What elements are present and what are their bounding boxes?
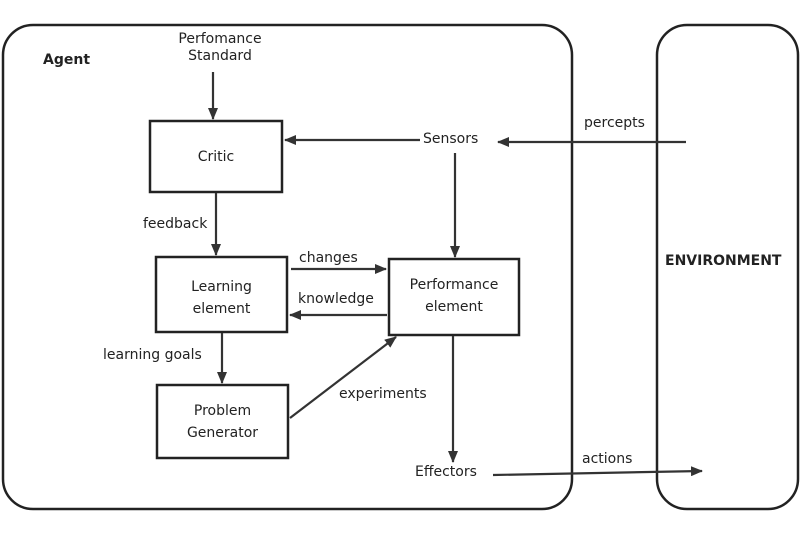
problem-generator-box	[155, 383, 290, 460]
learning-element-line2: element	[192, 301, 251, 317]
performance-standard-line2: Standard	[188, 48, 252, 64]
environment-container	[655, 23, 800, 511]
performance-element-label: Performance element	[389, 274, 519, 318]
performance-element-line2: element	[425, 299, 483, 315]
problem-generator-label: Problem Generator	[157, 400, 288, 444]
knowledge-edge-label: knowledge	[298, 291, 374, 307]
problem-generator-line1: Problem	[193, 403, 252, 419]
feedback-edge-label: feedback	[143, 216, 208, 232]
changes-edge-label: changes	[299, 250, 358, 266]
learning-element-box	[154, 255, 289, 334]
critic-label: Critic	[197, 149, 235, 165]
agent-container	[1, 23, 574, 511]
environment-label: ENVIRONMENT	[665, 253, 782, 269]
actions-arrow	[492, 466, 703, 477]
performance-standard-line1: Perfomance	[178, 31, 262, 47]
actions-edge-label: actions	[582, 451, 633, 467]
learning-element-label: Learning element	[156, 276, 287, 320]
sensors-label: Sensors	[423, 131, 479, 147]
performance-element-box	[387, 257, 521, 337]
effectors-label: Effectors	[415, 464, 477, 480]
critic-box	[148, 119, 284, 194]
performance-standard-label: Perfomance Standard	[163, 31, 277, 65]
experiments-edge-label: experiments	[339, 386, 427, 402]
experiments-arrow	[289, 336, 397, 419]
agent-label: Agent	[43, 52, 91, 68]
performance-element-line1: Performance	[409, 277, 499, 293]
problem-generator-line2: Generator	[186, 425, 259, 441]
learning-goals-edge-label: learning goals	[103, 347, 202, 363]
percepts-edge-label: percepts	[584, 115, 645, 131]
learning-element-line1: Learning	[191, 279, 252, 295]
